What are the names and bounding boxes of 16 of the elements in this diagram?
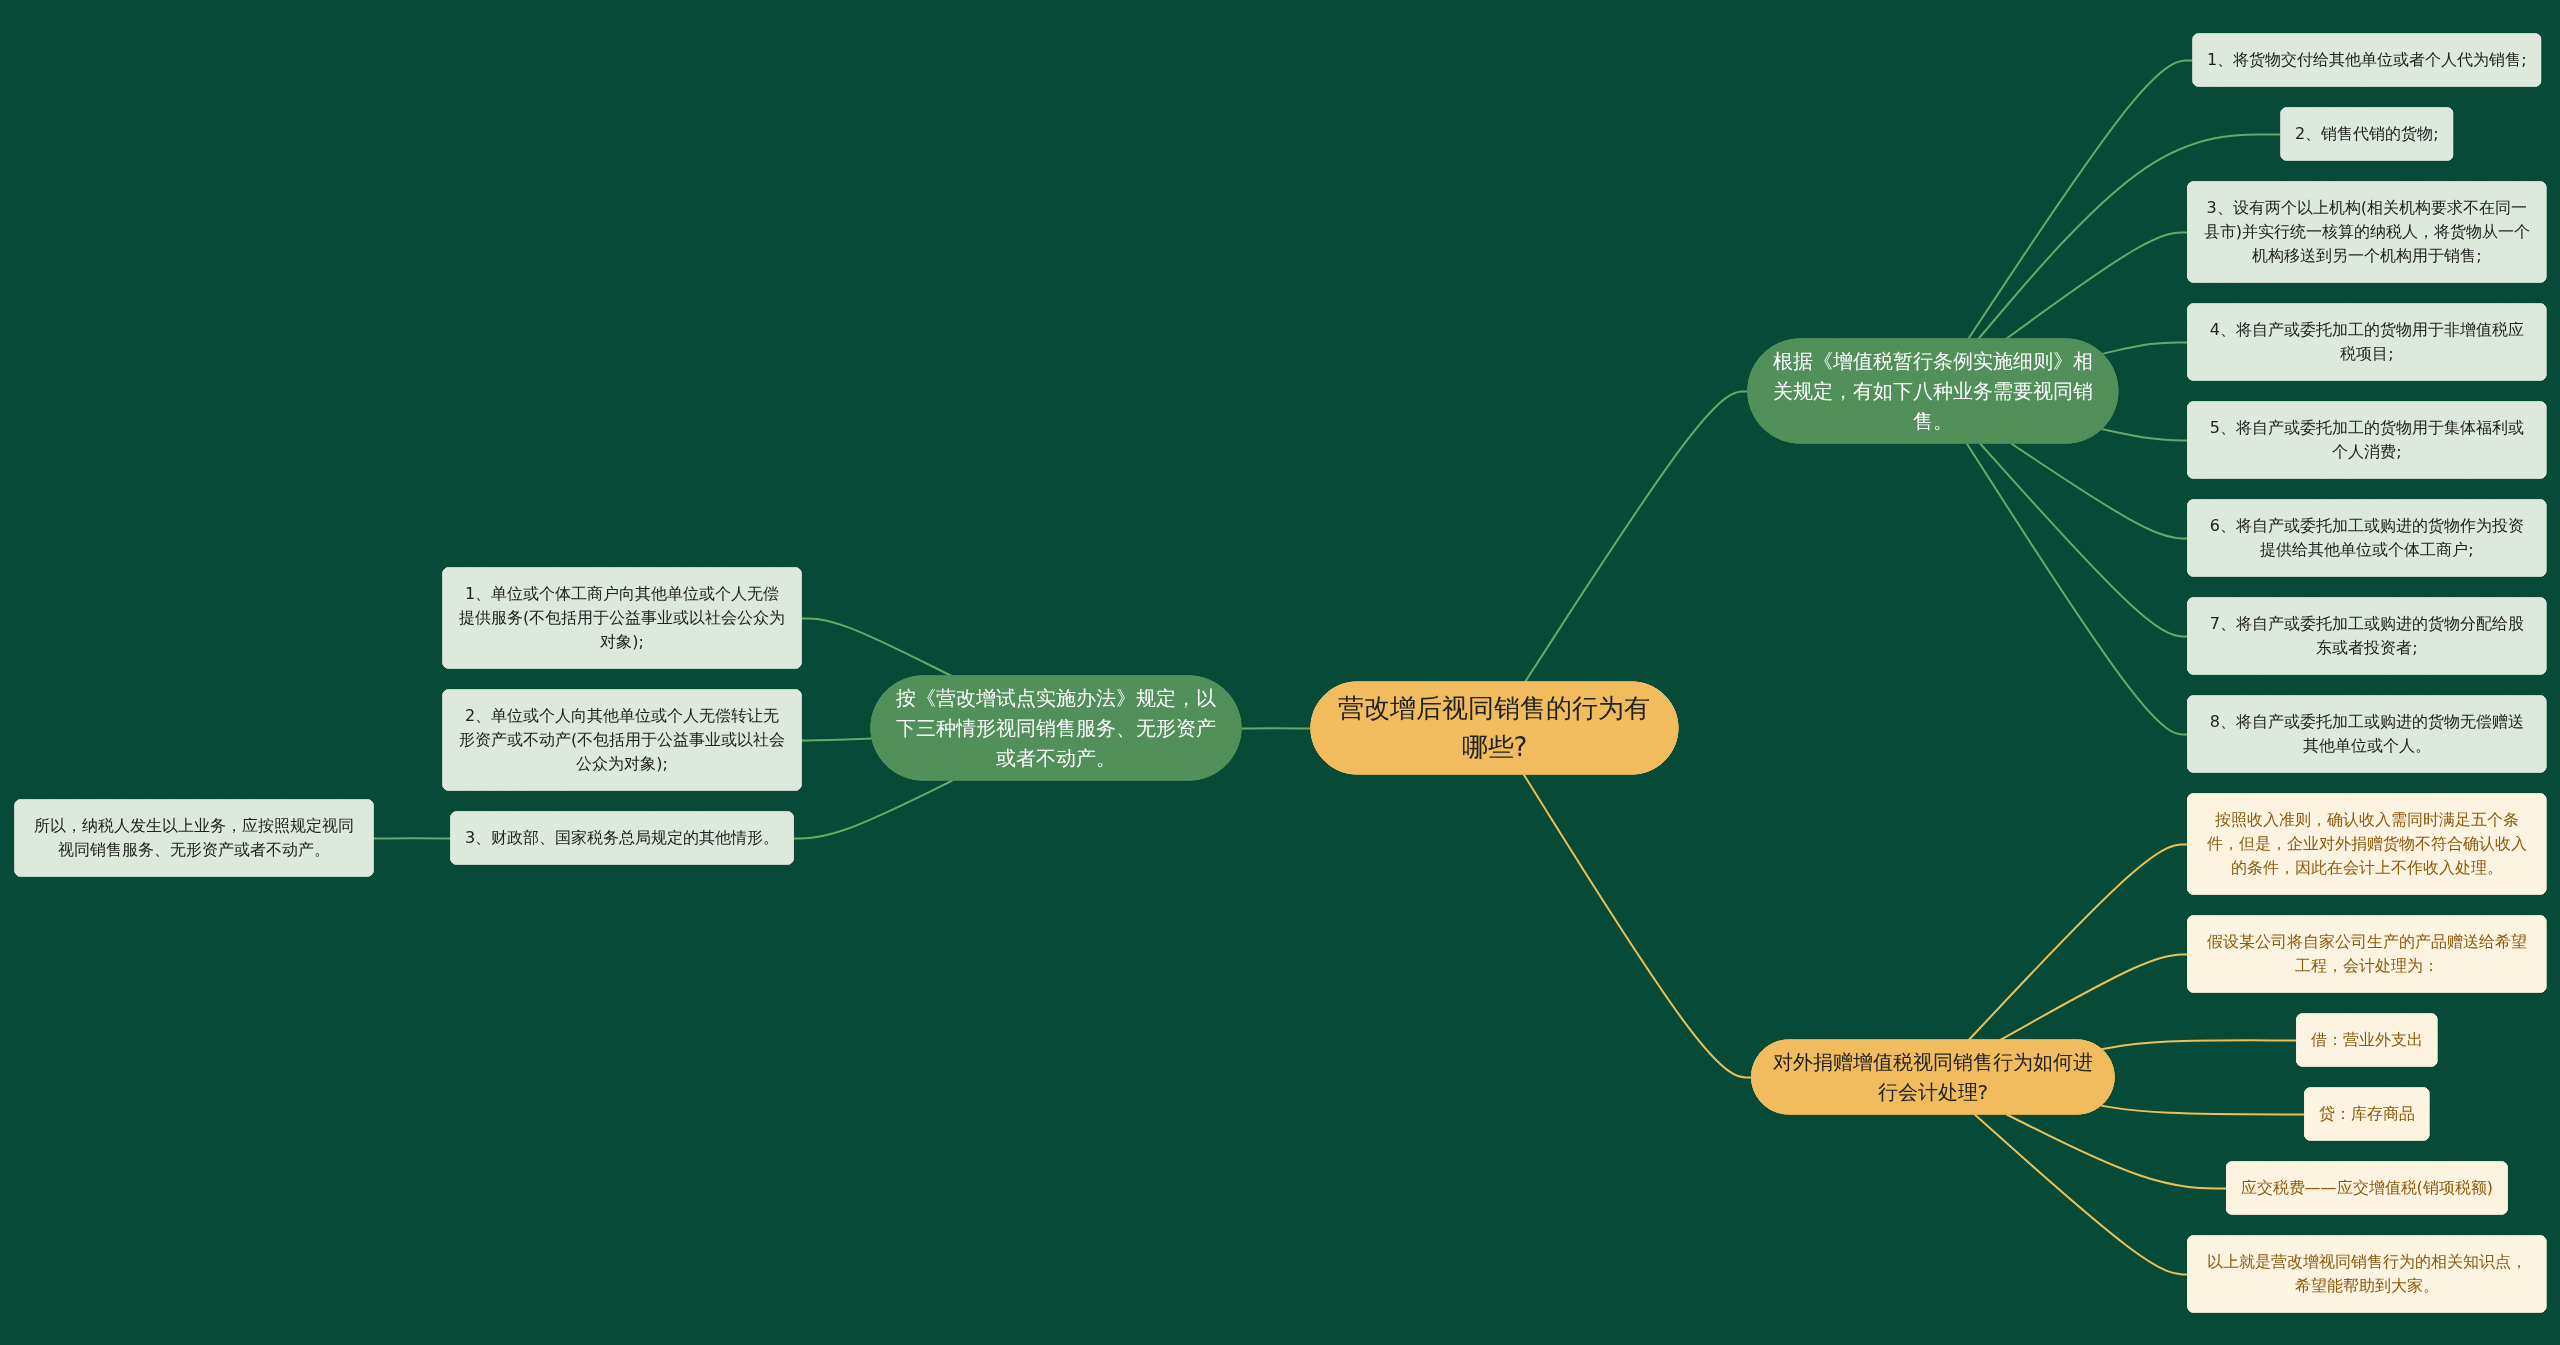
connector <box>2100 1104 2306 1115</box>
connector <box>372 836 452 839</box>
connector <box>1973 1113 2189 1275</box>
connector <box>2100 427 2189 441</box>
connector <box>2005 1113 2228 1189</box>
connector <box>1966 842 2189 1041</box>
connector <box>1240 726 1312 729</box>
connector <box>2100 1038 2298 1050</box>
connector <box>1523 389 1749 683</box>
connector <box>1522 773 1753 1078</box>
connector <box>2009 442 2189 539</box>
connector <box>2100 340 2189 355</box>
connector <box>1978 442 2189 637</box>
connector <box>800 737 874 741</box>
connector <box>1965 442 2189 735</box>
connector <box>792 779 954 839</box>
